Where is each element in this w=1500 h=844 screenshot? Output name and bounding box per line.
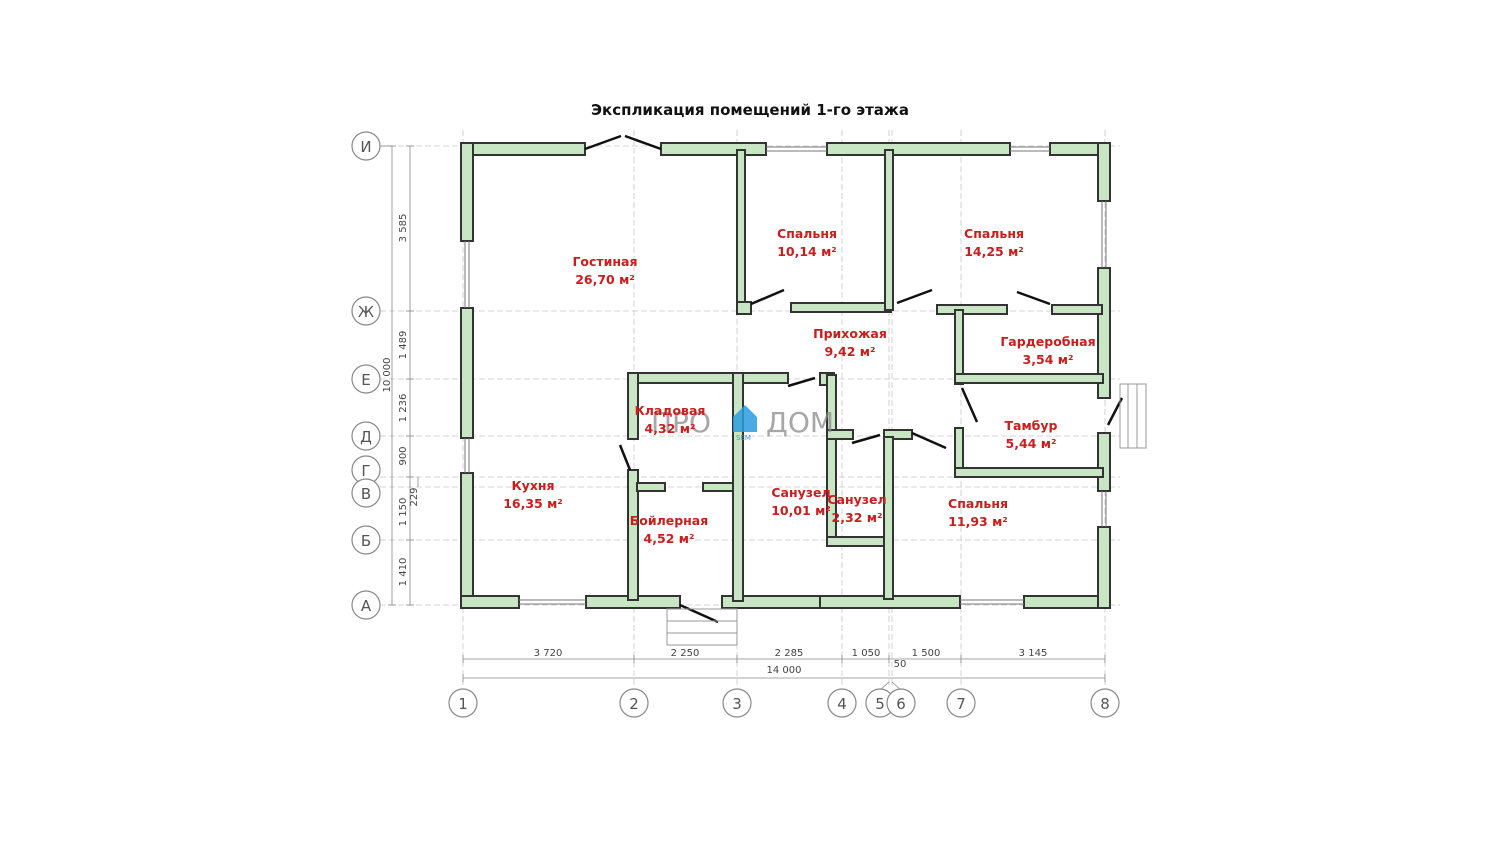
room-area: 9,42 м² — [825, 344, 876, 359]
dim-left-small: 229 — [409, 487, 420, 506]
axis-number-bubbles: 1 2 3 4 5 6 7 8 — [448, 681, 1120, 718]
doors — [584, 134, 1124, 624]
dim-left: 1 489 — [398, 331, 409, 360]
dim-left: 1 150 — [398, 498, 409, 527]
room-area: 10,01 м² — [771, 503, 831, 518]
axis-number: 7 — [956, 695, 966, 713]
axis-letter: Ж — [358, 303, 374, 321]
axis-letter: Е — [361, 371, 370, 389]
room-area: 4,32 м² — [645, 421, 696, 436]
room-name: Кухня — [511, 478, 554, 493]
room-name: Прихожая — [813, 326, 887, 341]
dim-left: 3 585 — [398, 214, 409, 243]
left-dimension-labels: 10 000 3 585 1 489 1 236 900 1 150 1 410… — [382, 214, 420, 587]
dim-bottom-small: 50 — [894, 659, 907, 670]
dim-bottom: 2 250 — [671, 648, 700, 659]
room-area: 2,32 м² — [832, 510, 883, 525]
axis-number: 1 — [458, 695, 468, 713]
axis-number: 2 — [629, 695, 639, 713]
axis-letter-bubbles: И Ж Е Д Г В Б А — [351, 131, 392, 620]
axis-letter: А — [361, 597, 372, 615]
windows — [464, 146, 1107, 605]
room-labels: Гостиная 26,70 м² Спальня 10,14 м² Спаль… — [503, 226, 1095, 546]
house-icon — [733, 405, 757, 432]
dim-left: 1 236 — [398, 394, 409, 423]
room-area: 14,25 м² — [964, 244, 1024, 259]
room-name: Спальня — [948, 496, 1008, 511]
room-name: Спальня — [777, 226, 837, 241]
dim-left: 1 410 — [398, 558, 409, 587]
axis-number: 4 — [837, 695, 847, 713]
axis-number: 6 — [896, 695, 906, 713]
axis-letter: Г — [361, 462, 370, 480]
logo-part1: ПРО — [651, 406, 711, 439]
room-name: Кладовая — [635, 403, 706, 418]
axis-letter: И — [360, 138, 371, 156]
dim-bottom-total: 14 000 — [767, 665, 802, 676]
room-name: Гостиная — [572, 254, 637, 269]
dim-bottom: 3 145 — [1019, 648, 1048, 659]
axis-number: 3 — [732, 695, 742, 713]
logo-sub: SEM — [736, 434, 751, 442]
room-area: 5,44 м² — [1006, 436, 1057, 451]
logo-watermark: ПРО ДОМ SEM — [651, 405, 834, 442]
room-area: 3,54 м² — [1023, 352, 1074, 367]
axis-letter: Д — [360, 428, 372, 446]
room-area: 4,52 м² — [644, 531, 695, 546]
room-name: Тамбур — [1004, 418, 1057, 433]
bottom-dimension-labels: 3 720 2 250 2 285 1 050 1 500 3 145 50 1… — [534, 648, 1048, 676]
room-area: 16,35 м² — [503, 496, 563, 511]
room-area: 26,70 м² — [575, 272, 635, 287]
room-name: Санузел — [771, 485, 830, 500]
room-name: Спальня — [964, 226, 1024, 241]
axis-number: 8 — [1100, 695, 1110, 713]
axis-letter: В — [361, 485, 371, 503]
dim-bottom: 2 285 — [775, 648, 804, 659]
entrance-steps — [666, 383, 1147, 646]
bottom-dimension-lines — [462, 655, 1106, 682]
room-area: 11,93 м² — [948, 514, 1008, 529]
room-name: Бойлерная — [630, 513, 709, 528]
walls — [460, 142, 1111, 609]
axis-number: 5 — [875, 695, 885, 713]
dim-left: 900 — [398, 446, 409, 465]
dim-left-total: 10 000 — [382, 358, 393, 393]
dim-bottom: 1 050 — [852, 648, 881, 659]
room-area: 10,14 м² — [777, 244, 837, 259]
room-name: Санузел — [827, 492, 886, 507]
dim-bottom: 1 500 — [912, 648, 941, 659]
plan-title: Экспликация помещений 1-го этажа — [591, 101, 909, 119]
axis-letter: Б — [361, 532, 371, 550]
room-name: Гардеробная — [1000, 334, 1095, 349]
logo-part2: ДОМ — [766, 406, 834, 439]
dim-bottom: 3 720 — [534, 648, 563, 659]
